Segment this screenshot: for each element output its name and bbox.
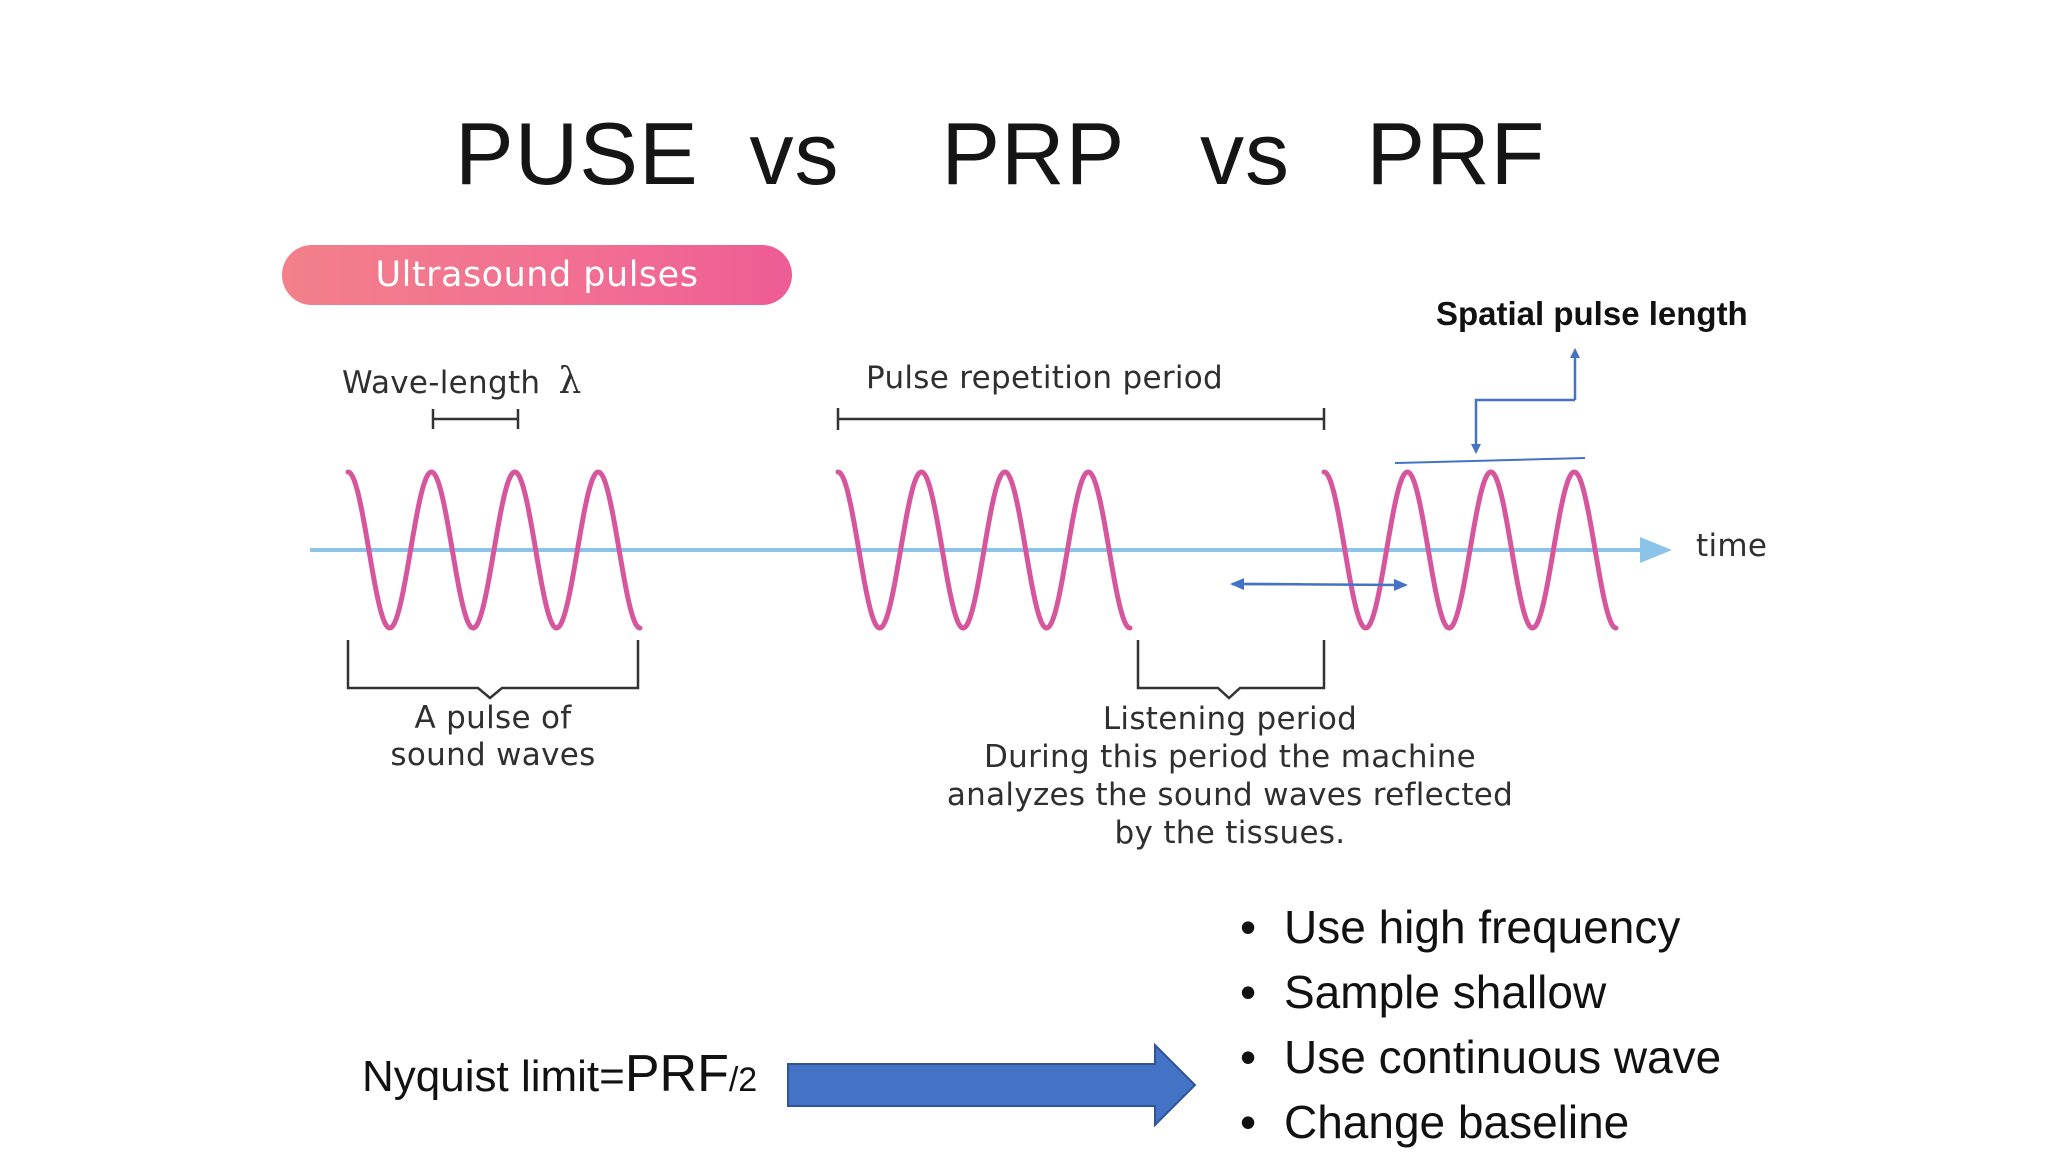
time-label: time	[1696, 528, 1767, 565]
wavelength-dimension	[433, 409, 518, 429]
prp-dimension	[838, 408, 1324, 430]
bullet-icon: •	[1240, 1090, 1284, 1155]
spatial-pulse-length-underline	[1395, 458, 1585, 463]
pulse-label-line-2: sound waves	[343, 737, 643, 774]
list-item-text: Sample shallow	[1284, 966, 1606, 1018]
listening-period-label: Listening period During this period the …	[880, 700, 1580, 852]
nyquist-prefix: Nyquist limit=	[362, 1052, 625, 1101]
listening-line-3: by the tissues.	[880, 814, 1580, 852]
listening-brace	[1138, 640, 1324, 698]
nyquist-suffix: /2	[729, 1061, 757, 1099]
list-item: •Change baseline	[1240, 1090, 1721, 1155]
bullet-icon: •	[1240, 1025, 1284, 1090]
spatial-pulse-length-label: Spatial pulse length	[1436, 295, 1748, 333]
pulse-brace	[348, 640, 638, 698]
list-item: •Use high frequency	[1240, 895, 1721, 960]
list-item-text: Use continuous wave	[1284, 1031, 1721, 1083]
pulse-of-sound-label: A pulse of sound waves	[343, 700, 643, 774]
bullet-icon: •	[1240, 895, 1284, 960]
list-item-text: Change baseline	[1284, 1096, 1629, 1148]
bullet-icon: •	[1240, 960, 1284, 1025]
aliasing-remedies-list: •Use high frequency •Sample shallow •Use…	[1240, 895, 1721, 1155]
spatial-pulse-length-down-arrow	[1476, 400, 1575, 452]
nyquist-block-arrow	[788, 1045, 1195, 1125]
list-item-text: Use high frequency	[1284, 901, 1680, 953]
list-item: •Sample shallow	[1240, 960, 1721, 1025]
list-item: •Use continuous wave	[1240, 1025, 1721, 1090]
pulse-label-line-1: A pulse of	[343, 700, 643, 737]
nyquist-limit-formula: Nyquist limit=PRF/2	[362, 1046, 757, 1103]
listening-line-2: analyzes the sound waves reflected	[880, 776, 1580, 814]
prp-label: Pulse repetition period	[866, 360, 1223, 397]
wavelength-label-text: Wave-length	[342, 365, 540, 401]
listening-title: Listening period	[880, 700, 1580, 738]
nyquist-prf: PRF	[625, 1045, 729, 1103]
listening-line-1: During this period the machine	[880, 738, 1580, 776]
lambda-symbol: λ	[559, 361, 582, 402]
time-axis-arrowhead	[1640, 537, 1672, 563]
wavelength-label: Wave-length λ	[342, 360, 582, 403]
